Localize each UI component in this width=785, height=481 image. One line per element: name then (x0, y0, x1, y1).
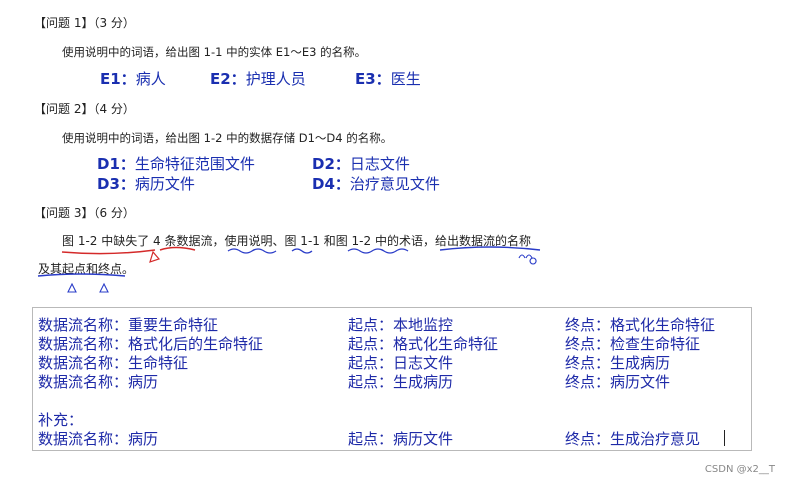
flow-1-end: 终点：格式化生命特征 (565, 316, 716, 334)
answer-d2: D2：日志文件 (312, 155, 410, 173)
supplement-flow-name: 数据流名称：病历 (38, 430, 159, 448)
flow-4-end: 终点：病历文件 (565, 373, 671, 391)
answer-d1: D1：生命特征范围文件 (97, 155, 255, 173)
flow-4-start: 起点：生成病历 (348, 373, 454, 391)
flow-2-name: 数据流名称：格式化后的生命特征 (38, 335, 264, 353)
handwriting-annotations (37, 246, 541, 293)
flow-3-end: 终点：生成病历 (565, 354, 671, 372)
flow-2-start: 起点：格式化生命特征 (348, 335, 499, 353)
red-triangle-mark (149, 250, 161, 263)
answer-e1: E1：病人 (100, 70, 166, 88)
answer-d4: D4：治疗意见文件 (312, 175, 440, 193)
answer-e2: E2：护理人员 (210, 70, 306, 88)
supplement-flow-end: 终点：生成治疗意见 (565, 430, 701, 448)
question-2-heading: 【问题 2】（4 分） (34, 102, 135, 116)
red-underline-2 (159, 246, 196, 251)
blue-wave-1 (227, 248, 277, 254)
flow-1-start: 起点：本地监控 (348, 316, 454, 334)
supplement-flow-start: 起点：病历文件 (348, 430, 454, 448)
blue-circle-marks (518, 254, 537, 265)
flow-4-name: 数据流名称：病历 (38, 373, 159, 391)
blue-underline-2 (37, 273, 126, 277)
flow-1-name: 数据流名称：重要生命特征 (38, 316, 219, 334)
flow-2-end: 终点：检查生命特征 (565, 335, 701, 353)
blue-triangle-2 (99, 282, 109, 293)
watermark: CSDN @x2__T (704, 464, 775, 475)
blue-wave-3 (347, 248, 409, 254)
blue-triangle-1 (67, 282, 77, 293)
red-underline (61, 249, 156, 255)
question-3-text-line1: 图 1-2 中缺失了 4 条数据流，使用说明、图 1-1 和图 1-2 中的术语… (62, 234, 531, 248)
answer-box (32, 307, 752, 451)
question-3-text-line2: 及其起点和终点。 (38, 262, 135, 276)
answer-e3: E3：医生 (355, 70, 421, 88)
question-1-heading: 【问题 1】（3 分） (34, 16, 135, 30)
flow-3-name: 数据流名称：生命特征 (38, 354, 189, 372)
blue-wave-2 (291, 248, 313, 254)
answer-d3: D3：病历文件 (97, 175, 195, 193)
question-1-text: 使用说明中的词语，给出图 1-1 中的实体 E1～E3 的名称。 (62, 45, 367, 59)
text-cursor (724, 430, 725, 446)
flow-3-start: 起点：日志文件 (348, 354, 454, 372)
question-3-heading: 【问题 3】（6 分） (34, 206, 135, 220)
supplement-label: 补充： (38, 411, 84, 429)
blue-underline (439, 246, 541, 251)
question-2-text: 使用说明中的词语，给出图 1-2 中的数据存储 D1～D4 的名称。 (62, 131, 393, 145)
